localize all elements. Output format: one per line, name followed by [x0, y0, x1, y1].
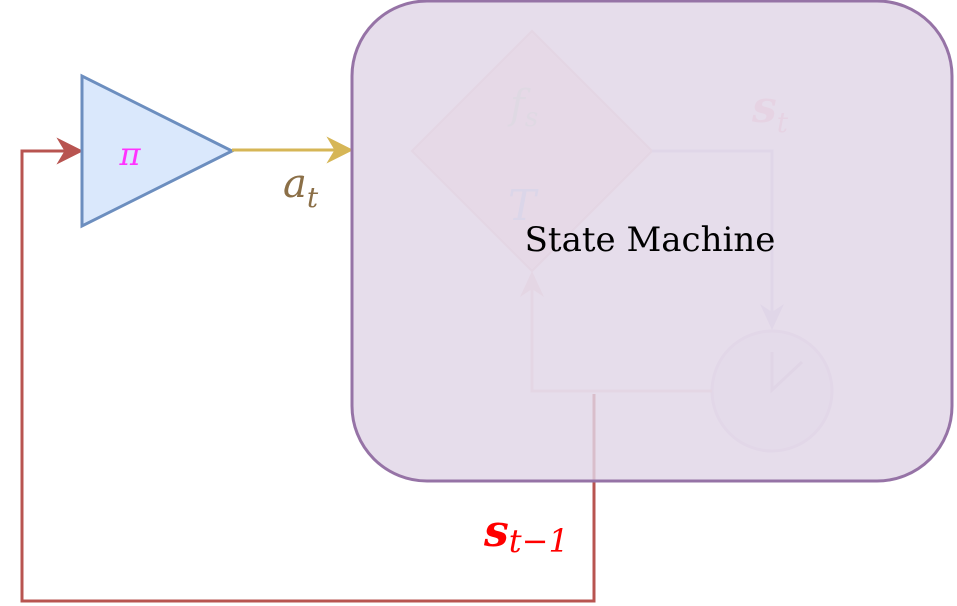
- feedback-label-sub: t−1: [509, 522, 569, 560]
- policy-node: [80, 73, 236, 229]
- action-label-sub: t: [307, 181, 319, 214]
- feedback-arrow: [20, 137, 596, 603]
- policy-label: π: [118, 135, 141, 173]
- state-machine-box: [350, 0, 954, 483]
- action-label-base: a: [283, 161, 307, 207]
- state-machine-title: State Machine: [525, 220, 776, 260]
- action-label: at: [283, 161, 319, 214]
- feedback-label-base: s: [483, 506, 509, 557]
- feedback-label: st−1: [483, 506, 569, 560]
